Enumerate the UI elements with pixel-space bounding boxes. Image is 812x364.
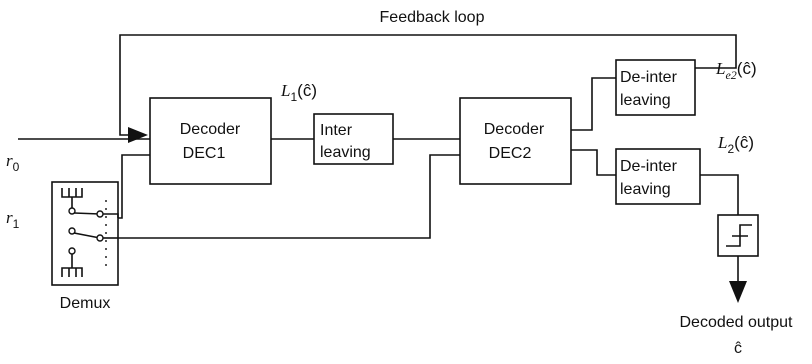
demux-switch-arm-2 xyxy=(73,232,101,239)
l1-signal-label: L1(ĉ) xyxy=(280,81,317,104)
demux-contact-2 xyxy=(68,227,76,235)
decoder-dec2-line1: Decoder xyxy=(484,121,545,138)
l2-signal-label: L2(ĉ) xyxy=(717,133,754,156)
interleaver-block: Inter leaving xyxy=(313,113,394,165)
r0-label: r0 xyxy=(6,151,20,174)
slicer-icon xyxy=(726,224,752,247)
demux-to-dec2-wire xyxy=(118,154,460,239)
demux-contact-3 xyxy=(68,247,76,255)
feedback-loop-label: Feedback loop xyxy=(380,9,485,26)
decoder-dec1-line1: Decoder xyxy=(180,121,241,138)
decoder-dec2-line2: DEC2 xyxy=(489,145,532,162)
demux-contact-1 xyxy=(68,207,76,215)
decoder-dec1-line2: DEC1 xyxy=(183,145,226,162)
deinterleaver-top-line2: leaving xyxy=(620,92,671,109)
feedback-loop-wire xyxy=(119,34,737,136)
output-arrowhead xyxy=(729,281,747,303)
decoder-dec2-block: Decoder DEC2 xyxy=(459,97,572,185)
feedback-arrowhead xyxy=(128,127,148,143)
dec2-to-deinterleaver-top-wire xyxy=(571,77,616,131)
demux-switch-arm-1 xyxy=(73,212,101,215)
demux-bottom-fork xyxy=(61,267,83,277)
deinterleaver-top-line1: De-inter xyxy=(620,69,678,86)
decoded-output-label: Decoded output xyxy=(680,314,794,331)
le2-signal-label: Le2(ĉ) xyxy=(715,59,757,82)
deinterleaver-top-block: De-inter leaving xyxy=(615,59,696,116)
r1-label: r1 xyxy=(6,208,20,231)
deinterleaver-bottom-line2: leaving xyxy=(620,181,671,198)
demux-output-1 xyxy=(96,210,104,218)
demux-output-2 xyxy=(96,234,104,242)
deinterleaver-bottom-block: De-inter leaving xyxy=(615,148,701,205)
dec2-to-deinterleaver-bottom-wire xyxy=(571,149,616,176)
deinterleaver-bottom-line1: De-inter xyxy=(620,158,678,175)
demux-switch xyxy=(51,181,119,286)
demux-label: Demux xyxy=(60,295,111,312)
decoded-output-symbol: ĉ xyxy=(734,340,742,357)
demux-to-dec1-wire xyxy=(118,154,150,219)
deinterleaver-to-decision-wire xyxy=(700,174,739,215)
hard-decision-block xyxy=(717,214,759,257)
interleaver-line1: Inter xyxy=(320,122,353,139)
decoder-dec1-block: Decoder DEC1 xyxy=(149,97,272,185)
demux-output-lead-1 xyxy=(103,213,119,218)
interleaver-line2: leaving xyxy=(320,144,371,161)
